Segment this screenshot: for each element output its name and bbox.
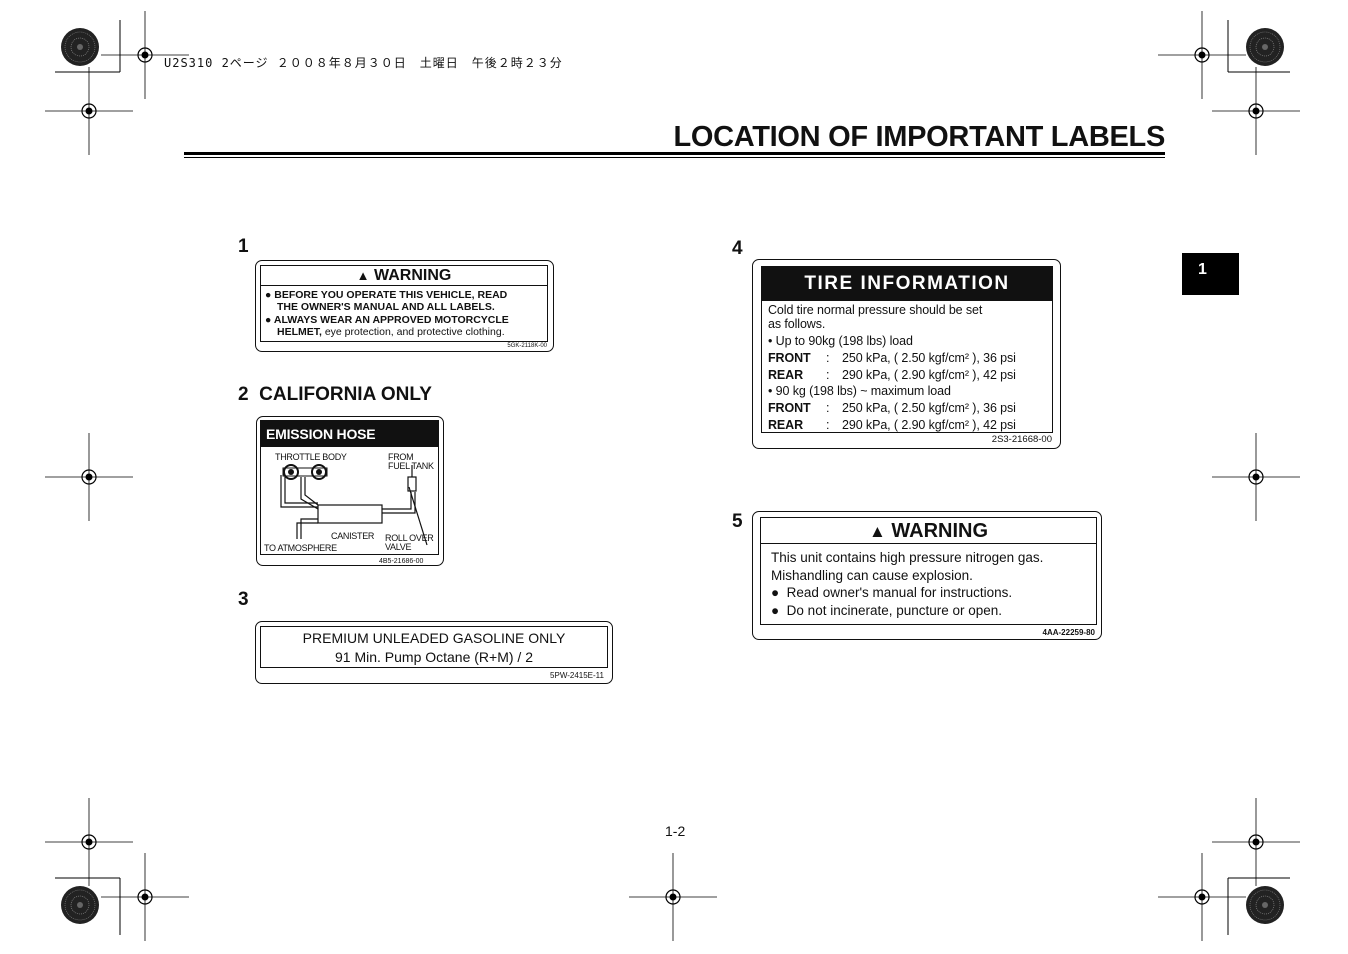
label-2-atmosphere: TO ATMOSPHERE (264, 543, 337, 553)
hose-diagram (280, 464, 428, 546)
label-3-fuel: PREMIUM UNLEADED GASOLINE ONLY 91 Min. P… (255, 621, 613, 684)
page-title: LOCATION OF IMPORTANT LABELS (673, 121, 1165, 153)
label-4-front-b: FRONT (768, 401, 811, 415)
warning-triangle-icon: ▲ (868, 522, 886, 541)
label-2-code: 4B5-21686-00 (379, 558, 424, 565)
label-5-line2: Mishandling can cause explosion. (771, 567, 973, 583)
label-2-emission: EMISSION HOSE ROUTING THROTTLE BODY (256, 416, 444, 566)
label-4-colon: : (826, 351, 830, 365)
label-2-valve: VALVE (385, 542, 412, 552)
label-4-number: 4 (732, 238, 743, 259)
print-info: U2S310 2ページ ２００８年８月３０日 土曜日 午後２時２３分 (164, 56, 563, 70)
label-4-intro1: Cold tire normal pressure should be set (768, 303, 983, 317)
label-1-number: 1 (238, 236, 249, 257)
chapter-tab: 1 (1182, 253, 1239, 295)
label-5-bullet2: Do not incinerate, puncture or open. (786, 602, 1003, 618)
label-1-line2: ALWAYS WEAR AN APPROVED MOTORCYCLE (273, 314, 509, 326)
label-3-line2: 91 Min. Pump Octane (R+M) / 2 (334, 649, 534, 665)
label-5-code: 4AA-22259-80 (1042, 628, 1095, 637)
label-4-code: 2S3-21668-00 (991, 434, 1052, 445)
label-4-tire: TIRE INFORMATION Cold tire normal pressu… (752, 259, 1061, 449)
label-4-colon: : (826, 368, 830, 382)
label-4-load1: • Up to 90kg (198 lbs) load (768, 334, 913, 348)
label-2-fuel: FUEL TANK (388, 461, 434, 471)
warning-triangle-icon: ▲ (356, 268, 370, 283)
label-4-heading: TIRE INFORMATION (762, 267, 1052, 301)
label-1-code: 5GK-2118K-00 (507, 343, 547, 349)
label-5-heading: WARNING (891, 520, 989, 542)
label-4-rear2: 290 kPa, ( 2.90 kgf/cm² ), 42 psi (842, 418, 1016, 432)
label-3-number: 3 (238, 589, 249, 610)
label-4-load2: • 90 kg (198 lbs) ~ maximum load (768, 384, 951, 398)
label-1-helmet: HELMET, (277, 325, 322, 338)
label-2-heading: EMISSION HOSE ROUTING (261, 421, 438, 468)
label-5-line1: This unit contains high pressure nitroge… (771, 550, 1044, 565)
label-4-colon: : (826, 418, 830, 432)
bullet-icon: ● (771, 585, 780, 600)
label-4-intro2: as follows. (768, 317, 826, 331)
label-4-rear-a: REAR (768, 368, 804, 382)
label-1-line2b: eye protection, and protective clothing. (321, 325, 505, 338)
label-1-warning: ▲ WARNING ● BEFORE YOU OPERATE THIS VEHI… (255, 260, 554, 352)
label-2-caption-text: CALIFORNIA ONLY (259, 384, 432, 405)
label-5-bullet1: Read owner's manual for instructions. (786, 585, 1013, 600)
page-number: 1-2 (665, 823, 686, 839)
bullet-icon: ● (265, 314, 272, 326)
bullet-icon: ● (771, 602, 780, 618)
label-4-colon: : (826, 401, 830, 415)
label-4-front2: 250 kPa, ( 2.50 kgf/cm² ), 36 psi (842, 401, 1016, 415)
label-2-throttle: THROTTLE BODY (275, 452, 347, 462)
label-1-line1: BEFORE YOU OPERATE THIS VEHICLE, READ (274, 289, 508, 301)
label-5-number: 5 (732, 511, 743, 532)
title-rule-thick (184, 152, 1165, 155)
label-5-warning: ▲ WARNING This unit contains high pressu… (752, 511, 1102, 640)
label-3-code: 5PW-2415E-11 (550, 671, 604, 680)
label-2-roll: ROLL OVER (385, 533, 434, 543)
label-1-heading: WARNING (374, 267, 452, 284)
title-rule-thin (184, 157, 1165, 158)
label-4-rear-b: REAR (768, 418, 804, 432)
label-3-line1: PREMIUM UNLEADED GASOLINE ONLY (302, 630, 566, 646)
label-4-rear1: 290 kPa, ( 2.90 kgf/cm² ), 42 psi (842, 368, 1016, 382)
label-1-line1b: THE OWNER'S MANUAL AND ALL LABELS. (277, 300, 495, 313)
label-4-front-a: FRONT (768, 351, 811, 365)
label-2-caption: 2 CALIFORNIA ONLY (238, 384, 432, 406)
label-2-from: FROM (388, 452, 414, 462)
bullet-icon: ● (265, 289, 272, 301)
label-4-front1: 250 kPa, ( 2.50 kgf/cm² ), 36 psi (842, 351, 1016, 365)
label-2-canister: CANISTER (331, 531, 375, 541)
label-2-number: 2 (238, 384, 249, 405)
